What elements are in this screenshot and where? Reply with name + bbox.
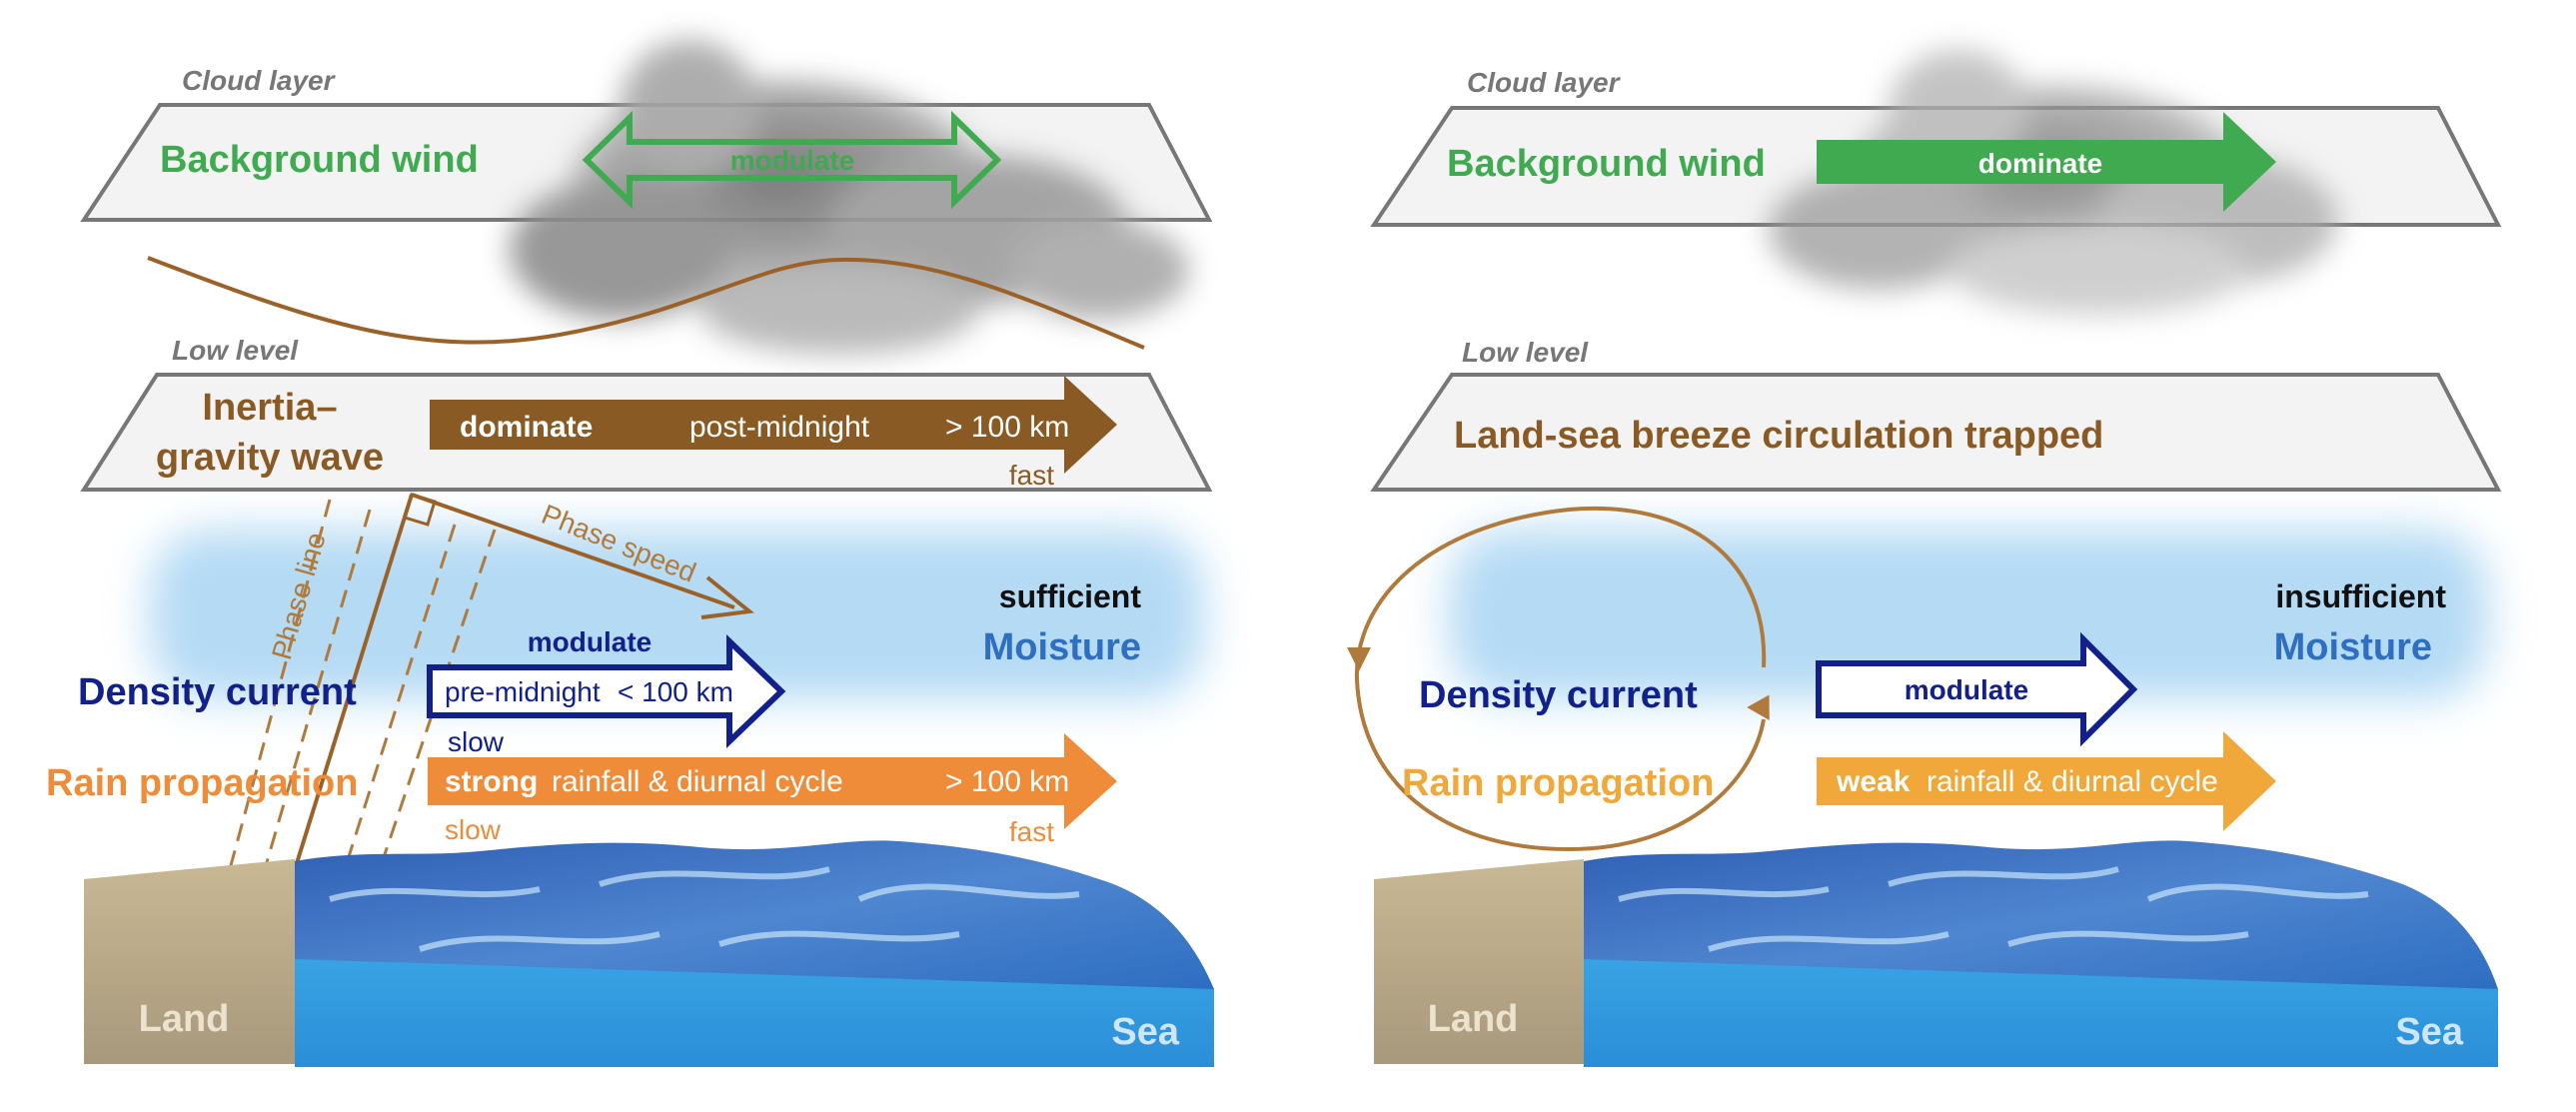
- density-speed-label: slow: [448, 726, 505, 757]
- density-current-label-left: Density current: [78, 671, 357, 713]
- rain-arrow-left: [428, 733, 1117, 829]
- wave-speed-label: fast: [1009, 460, 1054, 491]
- background-wind-label-left: Background wind: [160, 139, 479, 181]
- wave-label-line2: gravity wave: [156, 437, 384, 479]
- density-arrow-distance: < 100 km: [618, 676, 733, 707]
- sea-highlights-right: [1618, 866, 2369, 952]
- land-label-right: Land: [1428, 998, 1519, 1040]
- background-wind-label-right: Background wind: [1447, 143, 1766, 185]
- right-panel: Cloud layer Background wind dominate Low…: [1347, 50, 2502, 1067]
- cloud-layer-label-right: Cloud layer: [1467, 67, 1622, 98]
- cloud-left: [510, 40, 1189, 355]
- moisture-qualifier-right: insufficient: [2275, 578, 2446, 614]
- wave-label-line1: Inertia–: [202, 387, 337, 429]
- cloud-right: [1769, 50, 2338, 315]
- rain-arrow-distance-left: > 100 km: [945, 765, 1069, 798]
- left-panel: Cloud layer Background wind modulate Low…: [46, 40, 1214, 1067]
- sea-label-right: Sea: [2395, 1011, 2463, 1053]
- density-arrow-title-right: modulate: [1905, 674, 2028, 705]
- rain-speed-fast: fast: [1009, 816, 1054, 847]
- rain-speed-slow: slow: [445, 814, 502, 845]
- rain-arrow-text-right: rainfall & diurnal cycle: [1927, 765, 2218, 798]
- wave-arrow-time: post-midnight: [689, 411, 870, 444]
- rain-arrow-strength-right: weak: [1836, 765, 1911, 798]
- wave-curve: [147, 256, 1145, 350]
- sea-surface-right: [1584, 840, 2498, 999]
- circulation-arrowhead-left: [1347, 647, 1371, 671]
- rain-arrow-text-left: rainfall & diurnal cycle: [552, 765, 843, 798]
- sea-label-left: Sea: [1111, 1011, 1179, 1053]
- density-modulate-arrow-left: [427, 633, 786, 749]
- phase-speed-arrow: [411, 493, 735, 609]
- cloud-layer-label-left: Cloud layer: [182, 65, 337, 96]
- sea-front-left: [295, 959, 1214, 1067]
- rain-arrow-strength-left: strong: [445, 765, 538, 798]
- rain-propagation-label-left: Rain propagation: [46, 762, 358, 804]
- rain-propagation-label-right: Rain propagation: [1402, 762, 1714, 804]
- density-modulate-arrow-right: [1816, 631, 2138, 747]
- moisture-band-right: [1449, 530, 2488, 699]
- sea-surface-left: [295, 840, 1214, 999]
- moisture-qualifier-left: sufficient: [999, 578, 1142, 614]
- modulate-wind-arrow: [582, 110, 1002, 210]
- low-level-label-left: Low level: [172, 335, 299, 366]
- moisture-label-left: Moisture: [983, 626, 1141, 668]
- modulate-wind-arrow-label: modulate: [730, 145, 854, 176]
- moisture-band-left: [150, 530, 1204, 699]
- sea-front-right: [1584, 959, 2498, 1067]
- dominate-wind-arrow-label: dominate: [1978, 148, 2102, 179]
- density-arrow-time: pre-midnight: [445, 676, 601, 707]
- circulation-arrowhead-right: [1747, 694, 1770, 721]
- circulation-loop: [1354, 506, 1767, 852]
- density-current-label-right: Density current: [1419, 674, 1698, 716]
- dominate-wind-arrow: [1817, 112, 2276, 212]
- wave-arrow-distance: > 100 km: [945, 411, 1069, 444]
- phase-line-solid: [290, 494, 414, 880]
- land-side-right: [1374, 859, 1584, 1064]
- land-side-left: [84, 859, 295, 1064]
- phase-speed-arrowhead: [700, 575, 754, 619]
- wave-dominate-arrow: [430, 376, 1117, 474]
- density-arrow-title-left: modulate: [528, 626, 651, 657]
- wave-arrow-dominate: dominate: [460, 411, 593, 444]
- low-level-label-right: Low level: [1462, 337, 1589, 368]
- moisture-label-right: Moisture: [2274, 626, 2432, 668]
- low-level-text-right: Land-sea breeze circulation trapped: [1454, 415, 2103, 457]
- sea-highlights-left: [329, 866, 1080, 952]
- low-level-plate-right: [1370, 373, 2502, 492]
- land-label-left: Land: [139, 998, 230, 1040]
- rain-arrow-right: [1817, 731, 2276, 831]
